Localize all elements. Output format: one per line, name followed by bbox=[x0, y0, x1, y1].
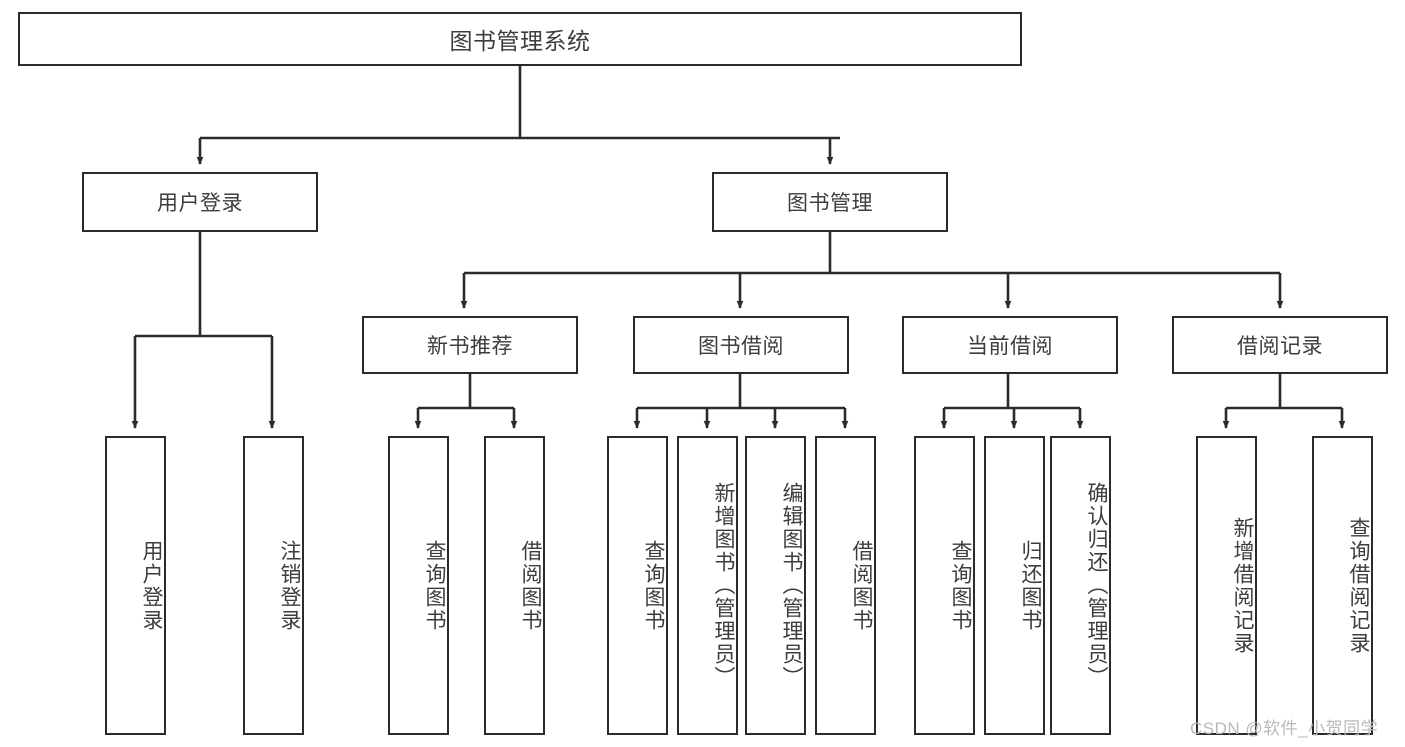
leaf-borrow-add-book-admin[interactable]: 新增图书（管理员） bbox=[677, 436, 738, 735]
node-borrow-record-label: 借阅记录 bbox=[1237, 335, 1323, 358]
leaf-label: 编辑图书（管理员） bbox=[780, 482, 803, 689]
leaf-current-query-book[interactable]: 查询图书 bbox=[914, 436, 975, 735]
leaf-recommend-borrow-book[interactable]: 借阅图书 bbox=[484, 436, 545, 735]
leaf-label: 用户登录 bbox=[140, 539, 163, 632]
node-book-management[interactable]: 图书管理 bbox=[712, 172, 948, 232]
leaf-borrow-edit-book-admin[interactable]: 编辑图书（管理员） bbox=[745, 436, 806, 735]
leaf-recommend-query-book[interactable]: 查询图书 bbox=[388, 436, 449, 735]
node-borrow-record[interactable]: 借阅记录 bbox=[1172, 316, 1388, 374]
leaf-label: 查询借阅记录 bbox=[1347, 516, 1370, 655]
node-root-system[interactable]: 图书管理系统 bbox=[18, 12, 1022, 66]
leaf-label: 借阅图书 bbox=[519, 539, 542, 632]
leaf-label: 新增借阅记录 bbox=[1231, 516, 1254, 655]
leaf-user-login-logout[interactable]: 注销登录 bbox=[243, 436, 304, 735]
leaf-borrow-query-book[interactable]: 查询图书 bbox=[607, 436, 668, 735]
leaf-label: 借阅图书 bbox=[850, 539, 873, 632]
node-root-label: 图书管理系统 bbox=[449, 28, 591, 54]
leaf-borrow-borrow-book[interactable]: 借阅图书 bbox=[815, 436, 876, 735]
node-user-login[interactable]: 用户登录 bbox=[82, 172, 318, 232]
node-book-management-label: 图书管理 bbox=[787, 192, 873, 215]
leaf-label: 查询图书 bbox=[949, 539, 972, 632]
watermark-csdn: CSDN @软件_小贺同学 bbox=[1190, 719, 1379, 738]
leaf-label: 确认归还（管理员） bbox=[1085, 482, 1108, 689]
leaf-label: 归还图书 bbox=[1019, 539, 1042, 632]
leaf-label: 新增图书（管理员） bbox=[712, 482, 735, 689]
leaf-record-add-record[interactable]: 新增借阅记录 bbox=[1196, 436, 1257, 735]
node-new-book-recommend-label: 新书推荐 bbox=[427, 335, 513, 358]
leaf-label: 查询图书 bbox=[423, 539, 446, 632]
node-current-borrow-label: 当前借阅 bbox=[967, 335, 1053, 358]
node-book-borrow-label: 图书借阅 bbox=[698, 335, 784, 358]
node-user-login-label: 用户登录 bbox=[157, 192, 243, 215]
leaf-record-query-record[interactable]: 查询借阅记录 bbox=[1312, 436, 1373, 735]
node-new-book-recommend[interactable]: 新书推荐 bbox=[362, 316, 578, 374]
leaf-current-confirm-return-admin[interactable]: 确认归还（管理员） bbox=[1050, 436, 1111, 735]
leaf-label: 查询图书 bbox=[642, 539, 665, 632]
leaf-label: 注销登录 bbox=[278, 539, 301, 632]
node-book-borrow[interactable]: 图书借阅 bbox=[633, 316, 849, 374]
node-current-borrow[interactable]: 当前借阅 bbox=[902, 316, 1118, 374]
leaf-current-return-book[interactable]: 归还图书 bbox=[984, 436, 1045, 735]
leaf-user-login-login[interactable]: 用户登录 bbox=[105, 436, 166, 735]
